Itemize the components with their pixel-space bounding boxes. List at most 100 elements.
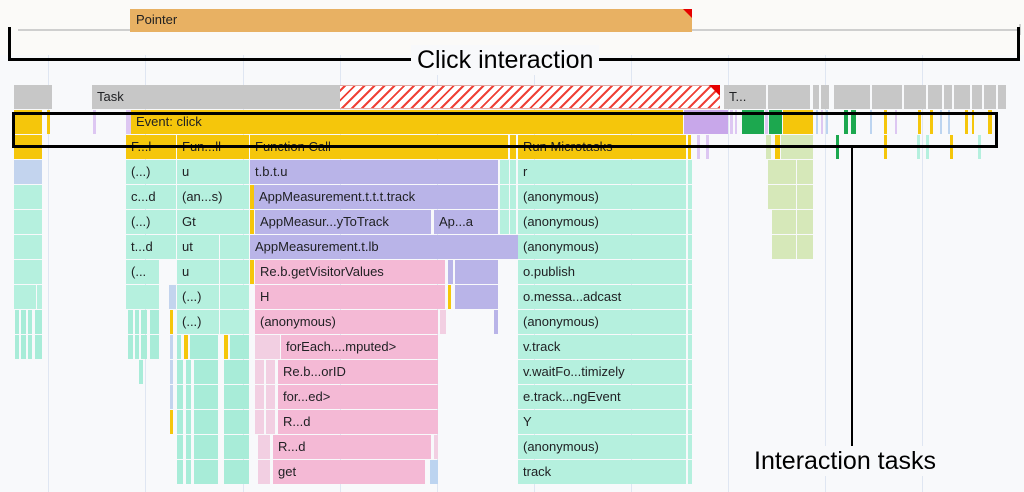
flame-block-u[interactable]: u [177,160,249,184]
flame-block-0-9[interactable] [872,85,902,109]
flame-block-appmeasur-ytotrack[interactable]: AppMeasur...yToTrack [255,210,431,234]
flame-block-1-9[interactable] [765,110,768,134]
flame-block-for-ed[interactable]: for...ed> [278,385,438,409]
flame-block-anonymous[interactable]: (anonymous) [518,185,686,209]
flame-block-[interactable]: (...) [177,285,219,309]
flame-block-9-10[interactable] [220,310,249,334]
flame-block-5-0[interactable] [14,210,42,234]
flame-block-9-6[interactable] [141,310,147,334]
flame-block-5-11[interactable] [797,210,813,234]
flame-block-13-4[interactable] [224,410,249,434]
flame-block-14-0[interactable] [177,435,183,459]
flame-block-3-9[interactable] [797,160,813,184]
flame-block-5-7[interactable] [510,210,516,234]
flame-block-9-8[interactable] [170,310,173,334]
flame-block-10-8[interactable] [170,335,173,359]
flame-block-1-20[interactable] [918,110,921,134]
flame-block-v-waitfo-timizely[interactable]: v.waitFo...timizely [518,360,686,384]
flame-block-13-0[interactable] [170,410,173,434]
flame-block-7-9[interactable] [688,260,692,284]
flame-block-anonymous[interactable]: (anonymous) [518,435,686,459]
flame-block-10-9[interactable] [177,335,181,359]
flame-block-1-6[interactable] [730,110,733,134]
flame-block-1-18[interactable] [884,110,887,134]
flame-block-7-7[interactable] [455,260,498,284]
flame-block-1-7[interactable] [735,110,737,134]
flame-block-10-5[interactable] [135,335,139,359]
flame-block-15-3[interactable] [224,460,249,484]
flame-block-v-track[interactable]: v.track [518,335,686,359]
flame-block-[interactable]: (...) [177,310,219,334]
flame-block-an-s[interactable]: (an...s) [177,185,249,209]
flame-block-re-b-orid[interactable]: Re.b...orID [278,360,438,384]
pointer-timing-bar[interactable]: Pointer [130,9,692,32]
flame-block-1-1[interactable] [47,110,50,134]
flame-block-3-8[interactable] [768,160,796,184]
flame-block-0-8[interactable] [834,85,870,109]
flame-block-anonymous[interactable]: (anonymous) [518,235,686,259]
flame-block-ut[interactable]: ut [177,235,219,259]
flame-block-5-9[interactable] [688,210,692,234]
flame-block-0-5[interactable] [768,85,810,109]
flame-block-4-3[interactable] [250,185,254,209]
flame-block-3-0[interactable] [14,160,42,184]
flame-block-10-13[interactable] [230,335,249,359]
flame-block-1-2[interactable] [93,110,96,134]
flame-block-11-2[interactable] [177,360,183,384]
flame-block-13-9[interactable] [688,410,692,434]
flame-block-9-3[interactable] [35,310,42,334]
flame-block-t-d[interactable]: t...d [126,235,176,259]
flame-block-7-3[interactable] [220,260,249,284]
flame-block-9-4[interactable] [128,310,133,334]
flame-block-r[interactable]: r [518,160,686,184]
flame-block-t[interactable]: T... [724,85,766,109]
flame-block-11-3[interactable] [186,360,191,384]
flame-block-0-16[interactable] [998,85,1006,109]
flame-block-12-0[interactable] [170,385,173,409]
flame-block-7-4[interactable] [250,260,254,284]
flame-block-6-3[interactable] [220,235,249,259]
flame-block-1-26[interactable] [988,110,992,134]
flame-block-9-1[interactable] [21,310,26,334]
flame-block-6-9[interactable] [772,235,796,259]
flame-block-14-2[interactable] [194,435,218,459]
flame-block-h[interactable]: H [255,285,445,309]
flame-block-15-8[interactable] [688,460,692,484]
flame-block-10-18[interactable] [688,335,692,359]
flame-block-15-2[interactable] [194,460,218,484]
flame-block-r-d[interactable]: R...d [273,435,431,459]
flame-block-10-7[interactable] [150,335,159,359]
flame-block-11-7[interactable] [266,360,275,384]
flame-block-appmeasurement-t-lb[interactable]: AppMeasurement.t.lb [250,235,539,259]
flame-block-10-1[interactable] [21,335,26,359]
flame-block-14-6[interactable] [434,435,438,459]
flame-block-11-1[interactable] [170,360,173,384]
flame-block-1-15[interactable] [844,110,848,134]
flame-block-14-1[interactable] [186,435,191,459]
flame-block-c-d[interactable]: c...d [126,185,176,209]
flame-block-1-14[interactable] [826,110,828,134]
flame-block-anonymous[interactable]: (anonymous) [255,310,438,334]
flame-block-8-1[interactable] [37,285,42,309]
flame-block-15-6[interactable] [430,460,438,484]
flame-block-get[interactable]: get [273,460,425,484]
flame-block-13-6[interactable] [266,410,275,434]
flame-block-9-13[interactable] [494,310,498,334]
flame-block-11-6[interactable] [255,360,264,384]
flame-block-12-5[interactable] [255,385,264,409]
flame-block-10-10[interactable] [184,335,188,359]
flame-block-3-5[interactable] [510,160,516,184]
flame-block-1-21[interactable] [930,110,933,134]
flame-block-4-0[interactable] [14,185,42,209]
flame-block-9-15[interactable] [688,310,692,334]
flame-block-y[interactable]: Y [518,410,686,434]
flame-block-12-6[interactable] [266,385,275,409]
flame-block-0-7[interactable] [821,85,829,109]
flame-block-0-0[interactable] [14,85,42,109]
flame-block-5-10[interactable] [772,210,796,234]
flame-block-0-3[interactable] [340,85,720,109]
flame-block-0-10[interactable] [904,85,926,109]
flame-block-10-0[interactable] [15,335,19,359]
flame-block-1-23[interactable] [948,110,950,134]
flame-block-foreach-mputed[interactable]: forEach....mputed> [281,335,438,359]
